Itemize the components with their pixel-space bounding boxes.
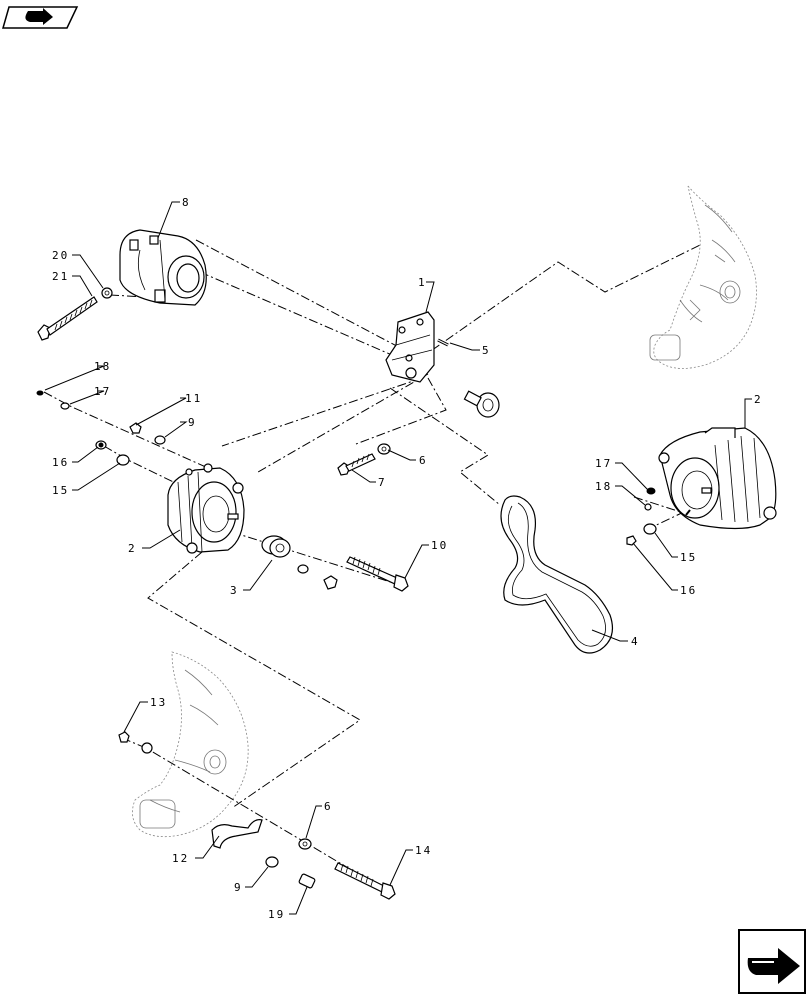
callout-16-left: 16 <box>52 456 69 469</box>
bolt-part-21 <box>37 296 98 341</box>
idler-pulley-part <box>463 390 500 418</box>
callout-14: 14 <box>415 844 432 857</box>
callout-4: 4 <box>631 635 640 648</box>
washer-part-9-upper <box>154 435 166 445</box>
bracket-part-12 <box>211 819 263 849</box>
callout-16-right: 16 <box>680 584 697 597</box>
callout-2-right: 2 <box>754 393 763 406</box>
callout-12: 12 <box>172 852 189 865</box>
washer-part-13-seat <box>141 742 153 754</box>
leader-lines <box>44 201 752 915</box>
nut-part-16-left <box>95 440 107 450</box>
starter-motor-part <box>119 229 207 306</box>
engine-block-ghost-upper <box>649 185 757 369</box>
washer-part-20 <box>101 287 113 299</box>
callout-1: 1 <box>418 276 427 289</box>
callout-9-upper: 9 <box>188 416 197 429</box>
callout-17-right: 17 <box>595 457 612 470</box>
stud-part-5 <box>437 338 449 347</box>
pulley-part-3 <box>261 535 291 558</box>
callout-7: 7 <box>378 476 387 489</box>
callout-21: 21 <box>52 270 69 283</box>
spacer-part-19 <box>298 873 316 889</box>
callout-17-left: 17 <box>94 385 111 398</box>
nut-part-13 <box>118 731 130 743</box>
nut-part-17-right <box>646 487 656 495</box>
drive-belt-part <box>500 495 613 654</box>
callout-15-left: 15 <box>52 484 69 497</box>
washer-part-9-lower <box>265 856 279 868</box>
next-page-arrow-icon[interactable] <box>738 929 806 994</box>
engine-block-ghost-lower <box>132 651 249 838</box>
bracket-part <box>385 311 435 383</box>
washer-part-17-left <box>60 402 70 410</box>
callout-18-left: 18 <box>94 360 111 373</box>
callout-2-left: 2 <box>128 542 137 555</box>
washer-part-18-right <box>644 503 652 511</box>
callout-20: 20 <box>52 249 69 262</box>
callout-10: 10 <box>431 539 448 552</box>
alternator-part-right <box>658 427 777 530</box>
callout-labels: 8 20 21 1 5 2 18 17 11 9 16 15 6 7 17 18… <box>52 196 763 921</box>
callout-11: 11 <box>185 392 202 405</box>
callout-8: 8 <box>182 196 191 209</box>
washer-part-6-lower <box>298 838 312 850</box>
washer-part-15-right <box>643 523 657 535</box>
bolt-part-7 <box>337 453 376 476</box>
nut-part-near-pulley <box>323 575 338 590</box>
alternator-part-left <box>167 463 245 554</box>
washer-part-15-left <box>116 454 130 466</box>
callout-6-lower: 6 <box>324 800 333 813</box>
bolt-part-10 <box>346 556 409 592</box>
washer-part-6-upper <box>377 443 391 455</box>
callout-19: 19 <box>268 908 285 921</box>
callout-18-right: 18 <box>595 480 612 493</box>
callout-6-upper: 6 <box>419 454 428 467</box>
nut-part-18-left <box>36 390 44 396</box>
nut-part-16-right <box>626 535 637 546</box>
nut-part-11 <box>129 422 142 434</box>
previous-page-arrow-icon[interactable] <box>2 6 79 29</box>
callout-3: 3 <box>230 584 239 597</box>
callout-9-lower: 9 <box>234 881 243 894</box>
callout-13: 13 <box>150 696 167 709</box>
callout-5: 5 <box>482 344 491 357</box>
assembly-centerlines <box>43 239 701 889</box>
bolt-part-14 <box>334 862 396 900</box>
callout-15-right: 15 <box>680 551 697 564</box>
washer-part-near-pulley <box>297 564 309 574</box>
